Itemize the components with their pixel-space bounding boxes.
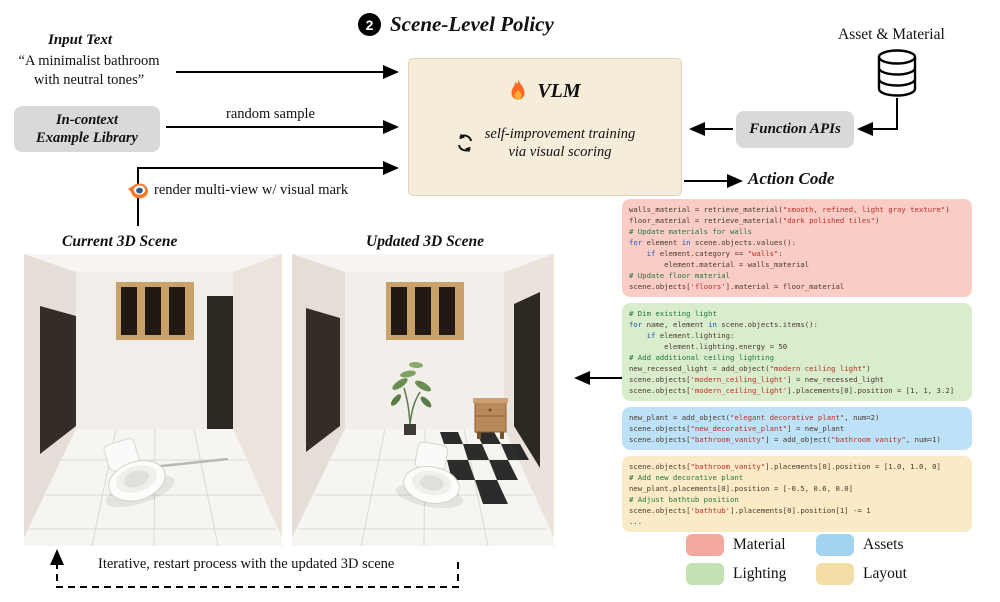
action-code-label: Action Code bbox=[748, 169, 835, 188]
right-door-icon bbox=[514, 292, 540, 468]
input-quote: “A minimalist bathroom with neutral tone… bbox=[4, 52, 174, 90]
legend-swatch bbox=[816, 563, 854, 585]
input-quote-line2: with neutral tones” bbox=[33, 72, 145, 88]
left-door-icon bbox=[306, 308, 340, 452]
input-quote-line1: “A minimalist bathroom bbox=[18, 53, 160, 69]
iterative-note: Iterative, restart process with the upda… bbox=[98, 556, 395, 572]
left-door-icon bbox=[40, 306, 76, 454]
random-sample-label: random sample bbox=[226, 106, 315, 122]
example-library-line2: Example Library bbox=[36, 130, 138, 146]
window-icon bbox=[116, 282, 194, 340]
updated-scene-label: Updated 3D Scene bbox=[366, 233, 484, 250]
flame-icon bbox=[511, 79, 525, 100]
asset-material-label: Asset & Material bbox=[838, 26, 945, 43]
legend: Material Assets Lighting Layout bbox=[686, 534, 946, 585]
legend-label: Lighting bbox=[733, 565, 787, 582]
vlm-training: self-improvement training via visual sco… bbox=[455, 125, 635, 161]
vlm-header: VLM bbox=[509, 79, 581, 103]
legend-item-layout: Layout bbox=[816, 563, 946, 585]
legend-swatch bbox=[686, 563, 724, 585]
legend-label: Assets bbox=[863, 536, 904, 553]
updated-scene-render bbox=[292, 254, 554, 546]
figure-title: 2 Scene-Level Policy bbox=[358, 12, 554, 37]
arrow-assets-to-apis bbox=[857, 98, 898, 136]
window-icon bbox=[386, 282, 464, 340]
vlm-training-line1: self-improvement training bbox=[484, 126, 636, 142]
current-scene-label: Current 3D Scene bbox=[62, 233, 178, 250]
current-scene-render bbox=[24, 254, 282, 546]
legend-label: Layout bbox=[863, 565, 907, 582]
database-icon bbox=[877, 49, 917, 97]
code-block-layout: scene.objects["bathroom_vanity"].placeme… bbox=[622, 456, 972, 532]
toilet-icon bbox=[103, 437, 175, 508]
vlm-training-line2: via visual scoring bbox=[508, 144, 612, 160]
legend-label: Material bbox=[733, 536, 786, 553]
example-library-box: In-context Example Library bbox=[14, 106, 160, 152]
example-library-line1: In-context bbox=[55, 112, 119, 128]
plant-icon bbox=[390, 361, 432, 435]
legend-item-material: Material bbox=[686, 534, 816, 556]
step-badge: 2 bbox=[358, 13, 381, 36]
vlm-box: VLM self-improvement training via visual… bbox=[408, 58, 682, 196]
right-panel-icon bbox=[207, 296, 233, 429]
page-title: Scene-Level Policy bbox=[390, 12, 554, 36]
input-text-label: Input Text bbox=[48, 32, 113, 48]
blender-icon bbox=[128, 183, 148, 199]
toilet-icon bbox=[396, 441, 464, 509]
code-block-material: walls_material = retrieve_material("smoo… bbox=[622, 199, 972, 297]
legend-item-assets: Assets bbox=[816, 534, 946, 556]
loop-arrows-icon bbox=[457, 133, 472, 153]
vanity-icon bbox=[473, 398, 508, 439]
render-note-label: render multi-view w/ visual mark bbox=[154, 182, 349, 198]
code-panel: walls_material = retrieve_material("smoo… bbox=[622, 199, 972, 538]
checker-floor bbox=[440, 432, 529, 504]
code-block-assets: new_plant = add_object("elegant decorati… bbox=[622, 407, 972, 450]
vlm-label: VLM bbox=[537, 79, 581, 102]
legend-item-lighting: Lighting bbox=[686, 563, 816, 585]
function-apis-box: Function APIs bbox=[736, 111, 854, 148]
function-apis-label: Function APIs bbox=[749, 121, 841, 137]
legend-swatch bbox=[686, 534, 724, 556]
legend-swatch bbox=[816, 534, 854, 556]
